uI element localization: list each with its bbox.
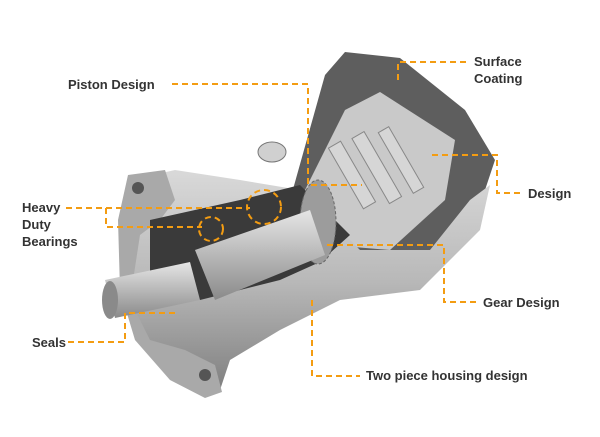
bearing-highlight	[246, 189, 282, 225]
label-line: Duty	[22, 217, 51, 232]
splined-shaft	[105, 262, 200, 318]
label-two-piece-housing: Two piece housing design	[366, 368, 528, 383]
shaft-end	[102, 281, 118, 319]
flange	[118, 170, 222, 398]
flange-hole	[132, 182, 144, 194]
label-seals: Seals	[32, 335, 66, 350]
leader-lines	[66, 61, 522, 377]
leader-piston	[172, 83, 362, 186]
label-design: Design	[528, 186, 572, 201]
leader-design	[432, 154, 522, 194]
leader-surface	[397, 61, 470, 80]
label-heavy-duty-bearings: Heavy Duty Bearings	[22, 199, 78, 250]
label-line: Heavy	[22, 200, 61, 215]
leader-housing	[311, 300, 360, 377]
pistons	[327, 126, 425, 210]
leader-seals	[68, 312, 175, 343]
shaft	[195, 210, 325, 300]
bearing-highlight	[198, 216, 224, 242]
plug-screw	[257, 141, 287, 163]
label-line: Coating	[474, 71, 523, 86]
label-piston-design: Piston Design	[68, 77, 155, 92]
leader-bearings-branch	[105, 208, 202, 228]
flange-hole	[199, 369, 211, 381]
label-surface-coating: Surface Coating	[474, 53, 522, 87]
label-line: Bearings	[22, 234, 78, 249]
label-line: Surface	[474, 54, 522, 69]
leader-gear	[327, 244, 476, 303]
label-gear-design: Gear Design	[483, 295, 560, 310]
